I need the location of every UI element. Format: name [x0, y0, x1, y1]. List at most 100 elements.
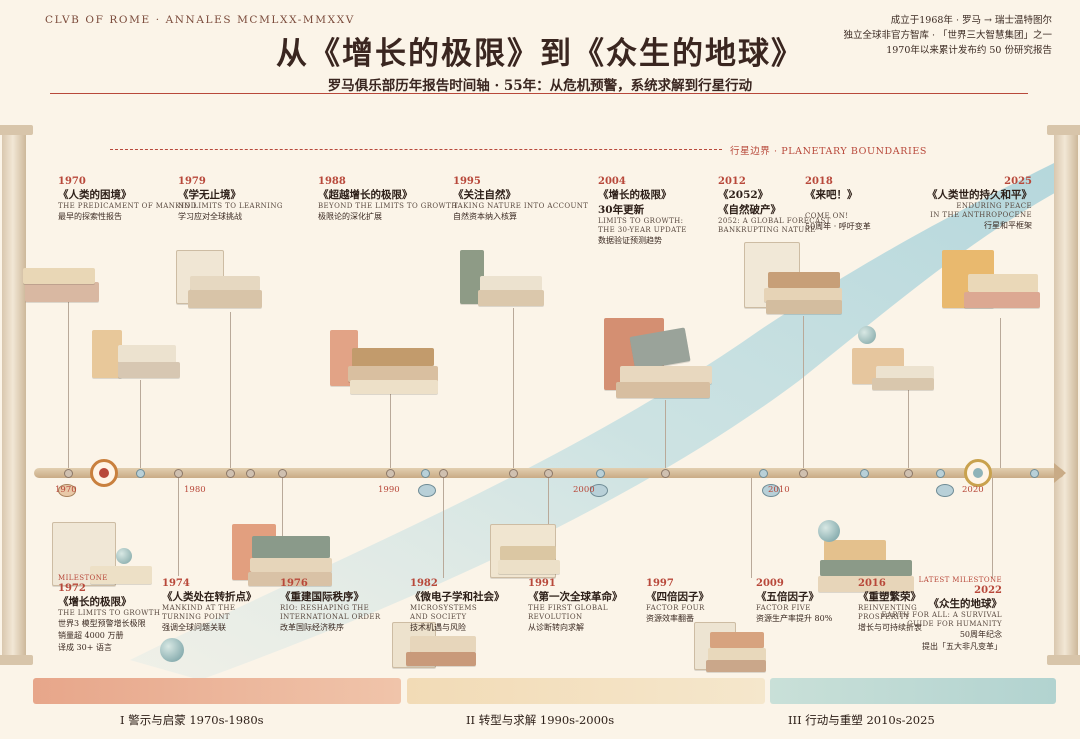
book-illustration — [406, 652, 476, 666]
event-english-title-line2: BANKRUPTING NATURE — [718, 226, 816, 234]
event-year: 1976 — [280, 578, 308, 589]
event-title: 《人类世的持久和平》 — [927, 189, 1032, 201]
event-english-title: THE LIMITS TO GROWTH — [58, 609, 161, 617]
event-1997[interactable]: 1997 《四倍因子》 FACTOR FOUR 资源效率翻番 — [646, 578, 709, 625]
event-title: 《增长的极限》 — [598, 189, 672, 201]
node-1995[interactable] — [508, 468, 518, 478]
event-year: 2004 — [598, 176, 626, 187]
book-illustration — [480, 276, 542, 292]
node-1989[interactable] — [420, 468, 430, 478]
globe-icon — [160, 638, 184, 662]
book-illustration — [820, 560, 912, 576]
node-2025[interactable] — [1029, 468, 1039, 478]
node-1982[interactable] — [438, 468, 448, 478]
book-illustration — [766, 300, 842, 314]
event-year: 1995 — [453, 176, 481, 187]
event-english-title-line2: GUIDE FOR HUMANITY — [907, 620, 1002, 628]
event-summary-line2: 销量超 4000 万册 — [58, 631, 124, 640]
coin-icon — [762, 484, 780, 497]
book-illustration — [118, 362, 180, 378]
event-title: 《重塑繁荣》 — [858, 591, 921, 603]
node-2004[interactable] — [660, 468, 670, 478]
book-illustration — [92, 330, 122, 378]
node-2008[interactable] — [758, 468, 768, 478]
node-1972-milestone[interactable] — [90, 459, 118, 487]
event-summary: 行星和平框架 — [984, 221, 1032, 230]
book-illustration — [620, 366, 712, 384]
axis-year-1990: 1990 — [378, 485, 400, 495]
info-founded: 成立于1968年 · 罗马 → 瑞士温特图尔 — [890, 15, 1052, 26]
event-1979[interactable]: 1979 《学无止境》 NO LIMITS TO LEARNING 学习应对全球… — [178, 176, 283, 223]
event-summary: 从诊断转向求解 — [528, 623, 584, 632]
node-2018[interactable] — [903, 468, 913, 478]
event-1974[interactable]: 1974 《人类处在转折点》 MANKIND AT THE TURNING PO… — [162, 578, 257, 634]
node-2022-milestone[interactable] — [964, 459, 992, 487]
event-year: 1997 — [646, 578, 674, 589]
event-title: 《众生的地球》 — [928, 598, 1003, 610]
node-1979[interactable] — [225, 468, 235, 478]
node-1973[interactable] — [135, 468, 145, 478]
coin-icon — [418, 484, 436, 497]
node-1976[interactable] — [277, 468, 287, 478]
event-1988[interactable]: 1988 《超越增长的极限》 BEYOND THE LIMITS TO GROW… — [318, 176, 458, 223]
page-subtitle: 罗马俱乐部历年报告时间轴 · 55年：从危机预警，系统求解到行星行动 — [327, 78, 753, 94]
node-1988[interactable] — [385, 468, 395, 478]
event-english-title: NO LIMITS TO LEARNING — [178, 202, 283, 210]
node-1980[interactable] — [245, 468, 255, 478]
book-illustration — [188, 290, 262, 308]
stem-2012 — [803, 316, 804, 468]
event-summary: 50周年 · 呼吁变革 — [805, 222, 871, 231]
event-year: 1972 — [58, 583, 86, 594]
event-title: 《五倍因子》 — [756, 591, 819, 603]
left-column-cap — [0, 125, 33, 135]
milestone-label: LATEST MILESTONE — [918, 576, 1002, 584]
stem-1976 — [282, 478, 283, 576]
book-illustration — [616, 382, 710, 398]
node-1970[interactable] — [63, 468, 73, 478]
latin-motto: CLVB OF ROME · ANNALES MCMLXX-MMXXV — [45, 14, 355, 26]
right-column — [1054, 130, 1078, 660]
event-summary: 世界3 模型预警增长极限 — [58, 619, 146, 628]
axis-year-1980: 1980 — [184, 485, 206, 495]
event-2018[interactable]: 2018 《来吧！》 COME ON! 50周年 · 呼吁变革 — [805, 176, 871, 233]
node-1991[interactable] — [543, 468, 553, 478]
event-2025[interactable]: 2025 《人类世的持久和平》 ENDURING PEACE IN THE AN… — [927, 176, 1032, 232]
event-year: 2025 — [1004, 176, 1032, 187]
globe-icon — [818, 520, 840, 542]
event-summary: 学习应对全球挑战 — [178, 212, 242, 221]
event-2009[interactable]: 2009 《五倍因子》 FACTOR FIVE 资源生产率提升 80% — [756, 578, 832, 625]
event-title: 《学无止境》 — [178, 189, 241, 201]
node-2012[interactable] — [798, 468, 808, 478]
stem-1995 — [513, 308, 514, 468]
event-2016[interactable]: 2016 《重塑繁荣》 REINVENTING PROSPERITY 增长与可持… — [858, 578, 922, 634]
stem-2022 — [992, 478, 993, 578]
coin-icon — [58, 484, 76, 497]
event-english-title: ENDURING PEACE — [956, 202, 1032, 210]
book-illustration — [350, 380, 438, 394]
event-2012[interactable]: 2012 《2052》 《自然破产》 2052: A GLOBAL FORECA… — [718, 176, 831, 235]
event-2022[interactable]: LATEST MILESTONE 2022 《众生的地球》 EARTH FOR … — [882, 576, 1002, 653]
event-summary: 数据验证预测趋势 — [598, 236, 662, 245]
era-band-3 — [770, 678, 1056, 704]
event-summary: 改革国际经济秩序 — [280, 623, 344, 632]
book-illustration — [352, 348, 434, 366]
axis-year-2020: 2020 — [962, 485, 984, 495]
event-1970[interactable]: 1970 《人类的困境》 THE PREDICAMENT OF MANKIND … — [58, 176, 197, 223]
event-1995[interactable]: 1995 《关注自然》 TAKING NATURE INTO ACCOUNT 自… — [453, 176, 588, 223]
node-1999[interactable] — [595, 468, 605, 478]
event-english-title: THE PREDICAMENT OF MANKIND — [58, 202, 197, 210]
era-label-2: II 转型与求解 1990s-2000s — [466, 713, 615, 727]
node-1974[interactable] — [173, 468, 183, 478]
node-2015[interactable] — [859, 468, 869, 478]
event-1972[interactable]: MILESTONE 1972 《增长的极限》 THE LIMITS TO GRO… — [58, 574, 160, 654]
event-1991[interactable]: 1991 《第一次全球革命》 THE FIRST GLOBAL REVOLUTI… — [528, 578, 623, 634]
event-1976[interactable]: 1976 《重建国际秩序》 RIO: RESHAPING THE INTERNA… — [280, 578, 381, 634]
event-summary: 资源效率翻番 — [646, 614, 694, 623]
event-2004[interactable]: 2004 《增长的极限》 30年更新 LIMITS TO GROWTH: THE… — [598, 176, 687, 247]
node-2019[interactable] — [935, 468, 945, 478]
right-column-cap — [1047, 125, 1080, 135]
event-1982[interactable]: 1982 《微电子学和社会》 MICROSYSTEMS AND SOCIETY … — [410, 578, 505, 634]
event-english-title: FACTOR FOUR — [646, 604, 705, 612]
book-illustration — [90, 566, 152, 584]
event-year: 1982 — [410, 578, 438, 589]
